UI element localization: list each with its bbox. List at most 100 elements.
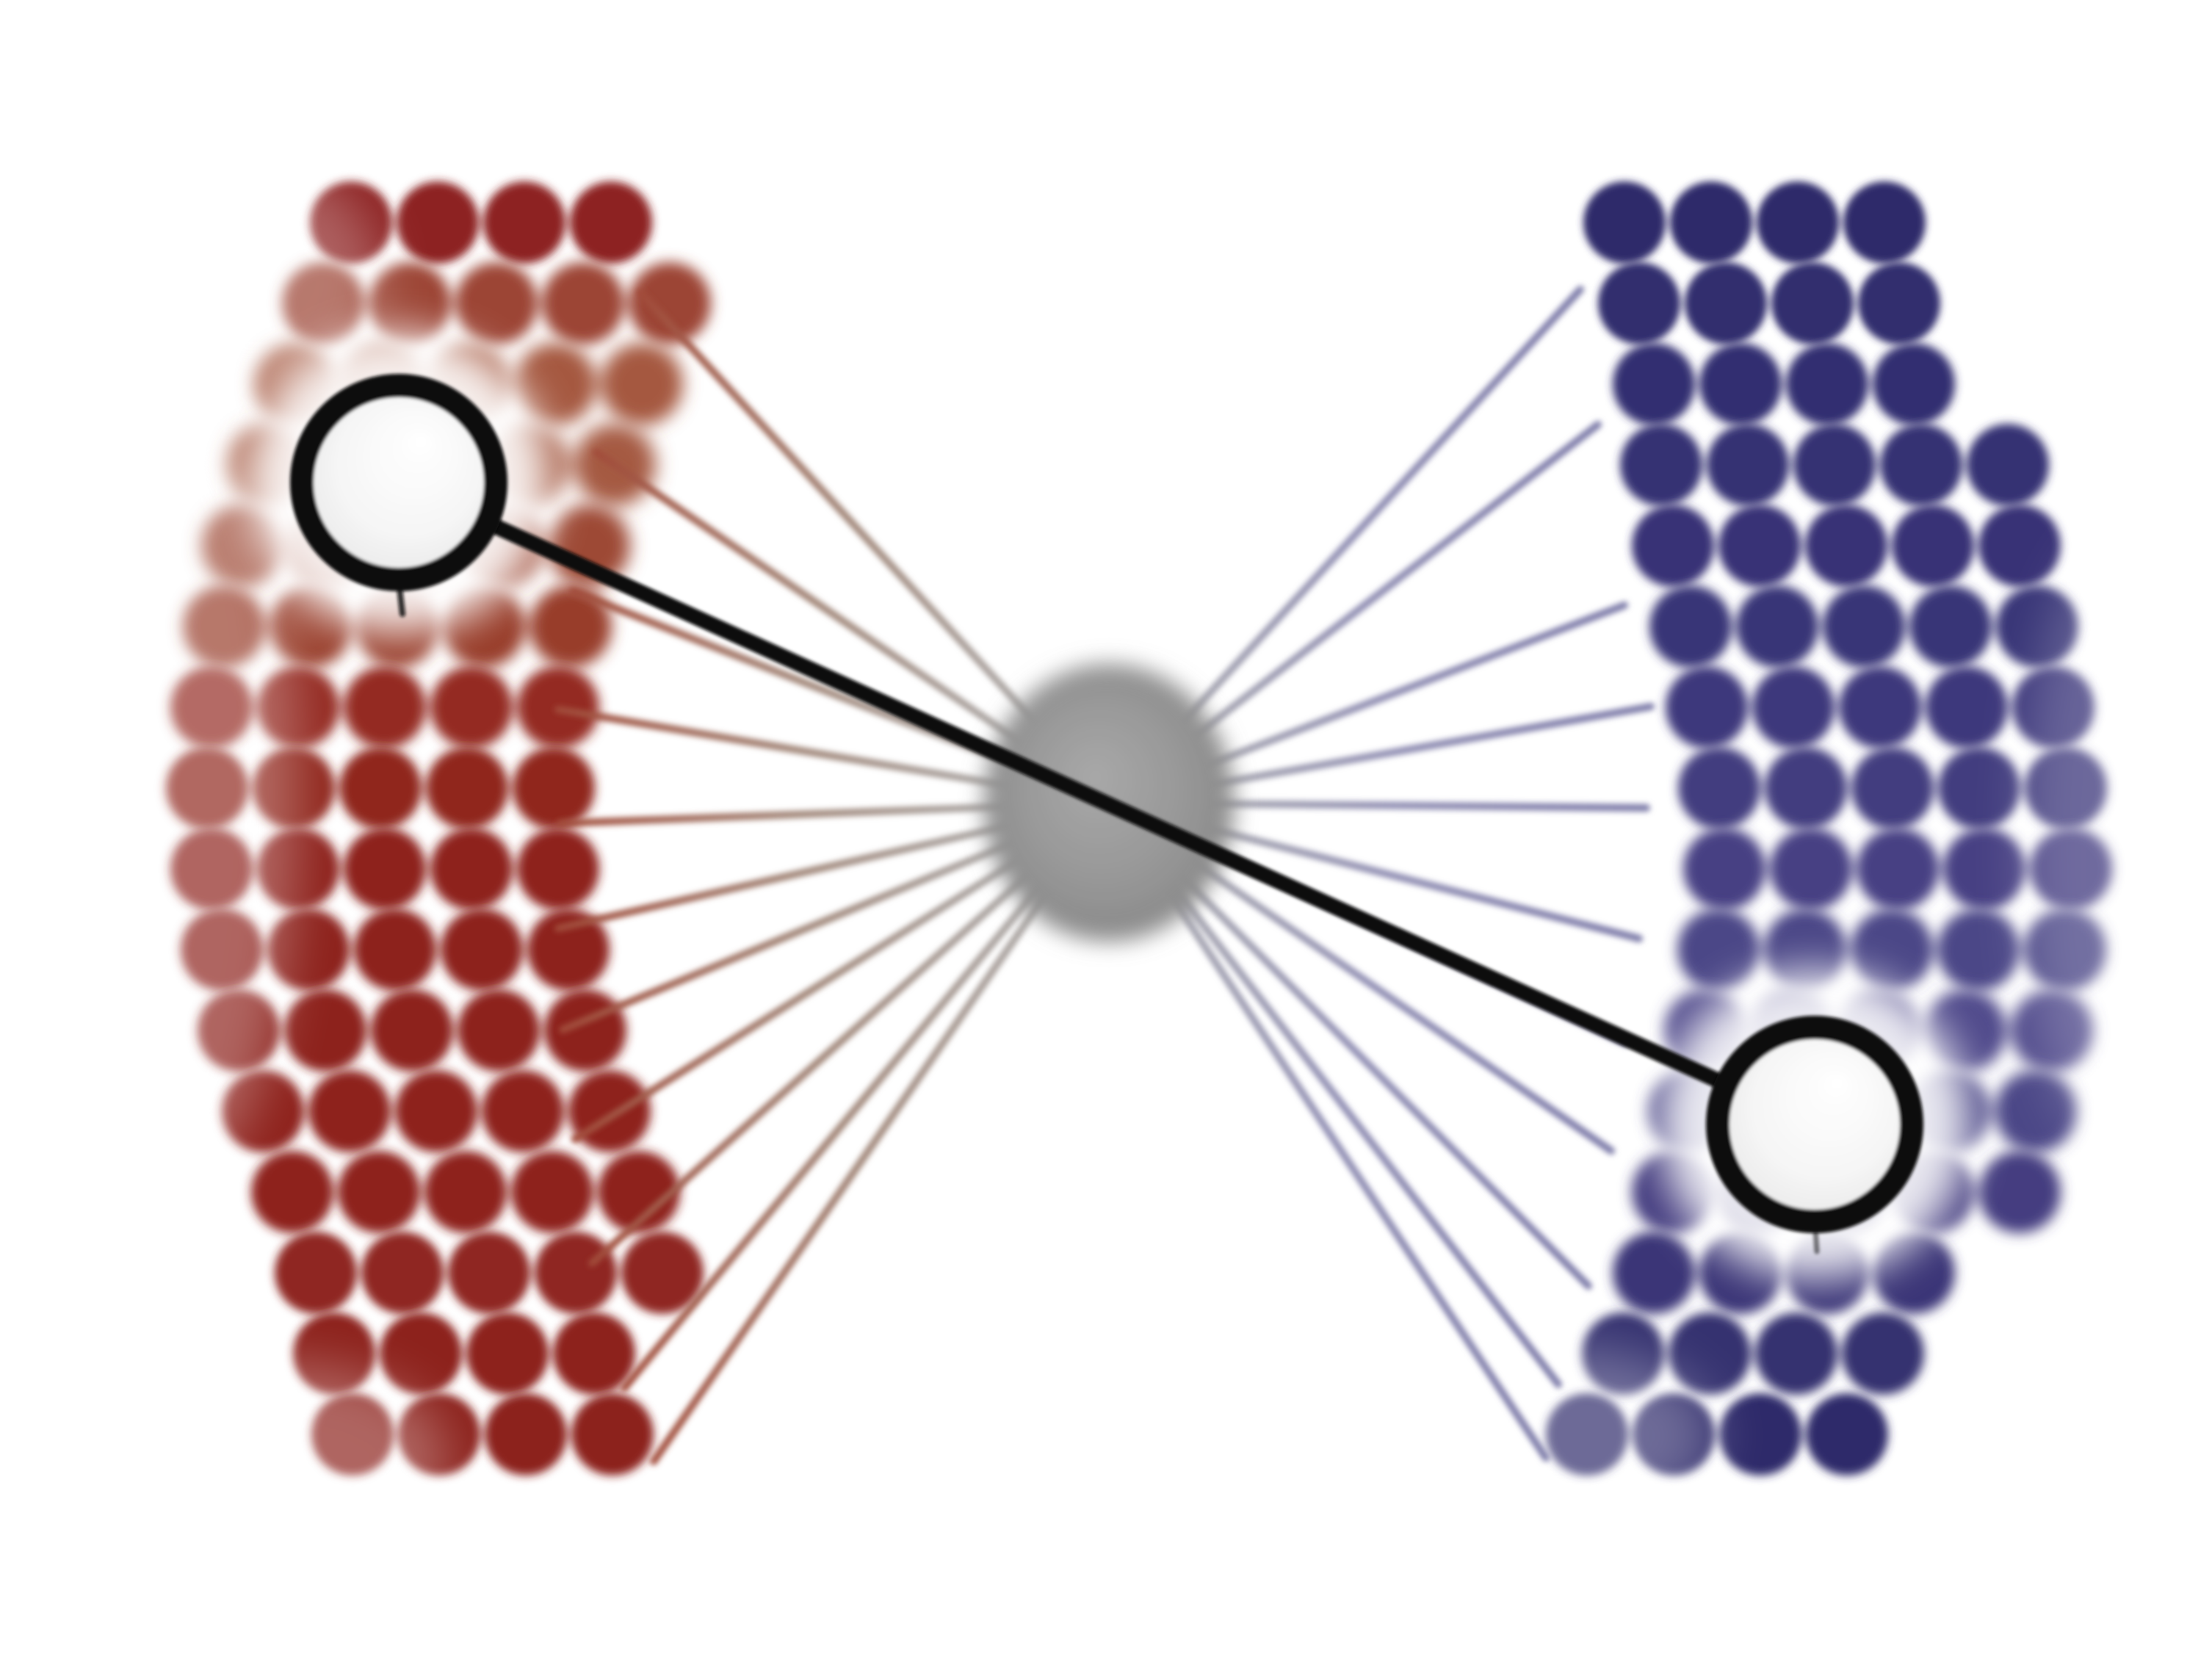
cluster-dot xyxy=(1938,747,2020,829)
edge-haze xyxy=(77,162,2212,1553)
cluster-dot xyxy=(308,1070,391,1152)
hub-ray xyxy=(1150,866,1550,1462)
cluster-dot xyxy=(485,1393,567,1476)
node-tick xyxy=(1812,1227,1820,1254)
left-cluster-row xyxy=(275,1232,704,1314)
haze-patch xyxy=(1406,1348,1715,1524)
cluster-dot xyxy=(455,262,538,344)
hub-ray xyxy=(554,817,1034,932)
cluster-dot xyxy=(251,1151,333,1233)
cluster-dot xyxy=(568,1070,651,1152)
cluster-dot xyxy=(1670,181,1752,264)
hub-ray xyxy=(1171,845,1615,1155)
cluster-dot xyxy=(513,747,595,829)
cluster-dot xyxy=(553,1312,635,1395)
cluster-dot xyxy=(275,1232,357,1314)
hub-ray xyxy=(557,802,1033,827)
hub-ray xyxy=(637,289,1058,747)
cluster-dot xyxy=(570,181,652,264)
cluster-dot xyxy=(483,181,565,264)
right-cluster-row xyxy=(1649,585,2078,668)
cluster-dot xyxy=(430,828,513,910)
cluster-dot xyxy=(1851,747,1934,829)
hub-ray xyxy=(1169,421,1602,757)
cluster-dot xyxy=(1995,1070,2077,1152)
cluster-dot xyxy=(482,1070,564,1152)
cluster-dot xyxy=(1843,181,1926,264)
hub-ray xyxy=(621,861,1061,1392)
left-cluster-row xyxy=(222,1070,651,1152)
cluster-dot xyxy=(571,1393,654,1476)
cluster-dot xyxy=(1786,343,1868,425)
highlighted-node-circle xyxy=(1706,1016,1923,1233)
cluster-dot xyxy=(397,181,479,264)
cluster-dot xyxy=(1851,909,1933,991)
cluster-dot xyxy=(511,1151,593,1233)
hub-ray xyxy=(1154,863,1562,1388)
cluster-dot xyxy=(1978,1151,2061,1233)
hub-ray xyxy=(1160,286,1584,747)
cluster-dot xyxy=(1649,585,1732,668)
cluster-dot xyxy=(1967,424,2049,506)
hub-ray xyxy=(593,449,1047,761)
connection-edge xyxy=(395,475,1818,1132)
right-cluster-row xyxy=(1613,343,1955,425)
left-rays xyxy=(554,289,1067,1465)
cluster-dot xyxy=(441,909,523,991)
cluster-dot xyxy=(371,989,453,1072)
cluster-dot xyxy=(1699,343,1782,425)
cluster-dot xyxy=(1613,1232,1695,1314)
cluster-dot xyxy=(424,1151,507,1233)
cluster-dot xyxy=(1892,505,1974,587)
cluster-dot xyxy=(1943,828,2025,910)
cluster-dot xyxy=(1937,909,2020,991)
left-cluster-row xyxy=(293,1312,635,1395)
cluster-dot xyxy=(1718,505,1801,587)
hub-ray xyxy=(1185,800,1650,812)
cluster-dot xyxy=(1805,505,1887,587)
cluster-dot xyxy=(535,1232,617,1314)
cluster-dot xyxy=(629,262,711,344)
cluster-dot xyxy=(1677,909,1760,991)
cluster-dot xyxy=(1858,262,1940,344)
cluster-dot xyxy=(448,1232,530,1314)
cluster-dot xyxy=(380,1312,462,1395)
cluster-dot xyxy=(1666,666,1748,748)
cluster-dot xyxy=(621,1232,704,1314)
cluster-dot xyxy=(601,343,683,425)
cluster-dot xyxy=(1719,1393,1801,1476)
cluster-dot xyxy=(1757,181,1839,264)
left-cluster-row xyxy=(251,1151,680,1233)
hub-ray xyxy=(588,853,1052,1267)
cluster-dot xyxy=(369,262,451,344)
cluster-dot xyxy=(1857,828,1939,910)
cluster-dot xyxy=(354,909,436,991)
cluster-dot xyxy=(529,585,612,668)
cluster-dot xyxy=(1793,424,1876,506)
node-tick xyxy=(397,585,405,617)
cluster-dot xyxy=(1880,424,1962,506)
cluster-dot xyxy=(1806,1393,1888,1476)
hub-ray xyxy=(1180,602,1628,778)
cluster-dot xyxy=(1926,666,2008,748)
cluster-dot xyxy=(1765,747,1847,829)
right-cluster-row xyxy=(1620,424,2049,506)
cluster-dot xyxy=(517,828,599,910)
cluster-dot xyxy=(1764,909,1846,991)
cluster-dot xyxy=(395,1070,477,1152)
right-rays xyxy=(1150,286,1655,1462)
cluster-dot xyxy=(1978,505,2061,587)
cluster-dot xyxy=(598,1151,680,1233)
haze-patch xyxy=(2023,536,2212,1153)
cluster-dot xyxy=(344,828,426,910)
haze-patch xyxy=(95,1362,448,1553)
cluster-dot xyxy=(514,343,596,425)
hub-ray xyxy=(554,706,1033,793)
hub-ray xyxy=(1162,856,1592,1290)
highlight-node-left xyxy=(290,374,507,617)
cluster-dot xyxy=(1755,1312,1837,1395)
cluster-dot xyxy=(1770,828,1852,910)
haze-patch xyxy=(77,411,297,1175)
cluster-dot xyxy=(542,262,624,344)
